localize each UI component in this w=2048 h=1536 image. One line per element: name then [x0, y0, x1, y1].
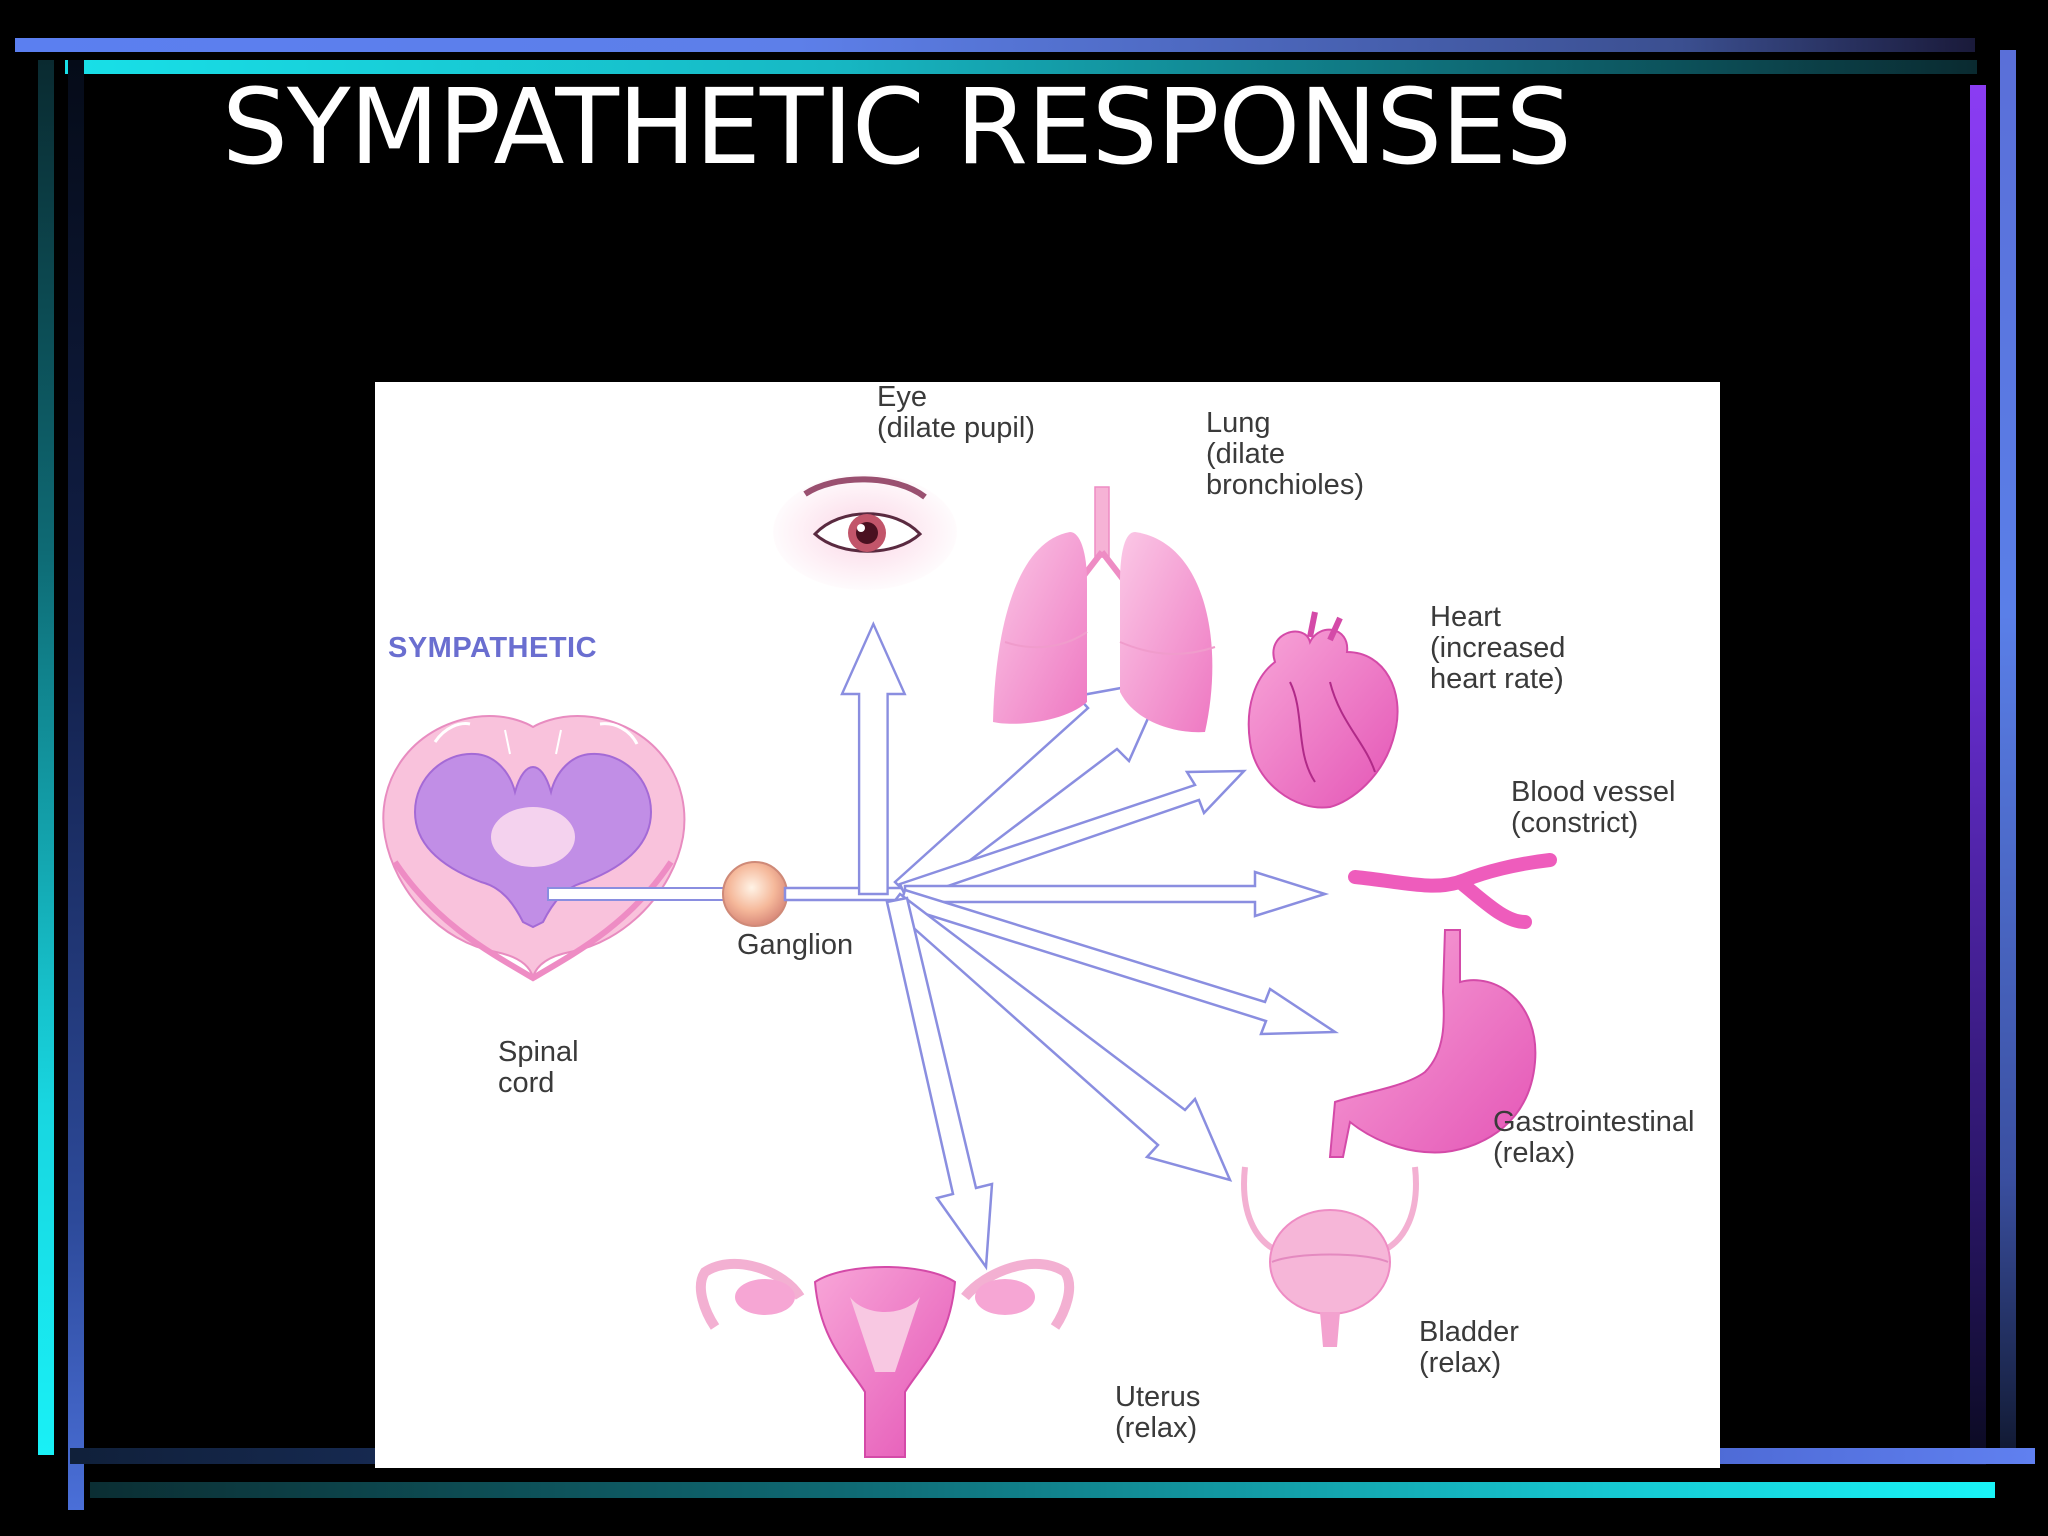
eye-illustration [773, 474, 957, 590]
arrow-to-uterus [885, 896, 994, 1271]
decorative-bar-bottom-cyan [90, 1482, 1995, 1498]
arrow-to-heart [898, 769, 1247, 902]
lung-illustration [993, 486, 1216, 733]
decorative-bar-left-cyan [38, 60, 54, 1455]
slide-title: SYMPATHETIC RESPONSES [222, 66, 1572, 188]
uterus-illustration [695, 1258, 1075, 1458]
label-lung: Lung (dilate bronchioles) [1206, 407, 1364, 501]
label-bladder: Bladder (relax) [1419, 1316, 1519, 1379]
stomach-illustration [1328, 929, 1537, 1158]
sympathetic-diagram [382, 474, 1557, 1458]
spinal-cord-illustration [382, 714, 686, 982]
ganglion-node [722, 861, 788, 927]
bladder-illustration [1241, 1166, 1419, 1347]
decorative-bar-top-cyan [65, 60, 1977, 74]
diagram-heading: SYMPATHETIC [388, 632, 598, 664]
decorative-bar-top-blue [15, 38, 1975, 52]
arrow-to-eye [840, 621, 907, 896]
decorative-bar-right-purple [1970, 85, 1986, 1465]
label-uterus: Uterus (relax) [1115, 1381, 1201, 1444]
label-ganglion: Ganglion [737, 929, 854, 961]
arrow-to-bladder [888, 892, 1233, 1182]
postganglionic-arrows [783, 621, 1339, 1271]
label-gastrointestinal: Gastrointestinal (relax) [1493, 1106, 1695, 1169]
label-blood-vessel: Blood vessel (constrict) [1511, 776, 1676, 839]
heart-illustration [1247, 611, 1399, 809]
label-heart: Heart (increased heart rate) [1430, 601, 1566, 695]
arrow-to-blood-vessel [903, 870, 1330, 918]
label-spinal-cord: Spinal cord [498, 1036, 579, 1099]
arrow-to-gastrointestinal [898, 888, 1339, 1036]
blood-vessel-illustration [1348, 853, 1557, 929]
decorative-bar-right-blue [2000, 50, 2016, 1460]
label-eye: Eye (dilate pupil) [877, 382, 1035, 444]
decorative-bar-left-blue [68, 60, 84, 1510]
diagram-panel: SYMPATHETIC Eye (dilate pupil) Lung (dil… [375, 382, 1720, 1468]
